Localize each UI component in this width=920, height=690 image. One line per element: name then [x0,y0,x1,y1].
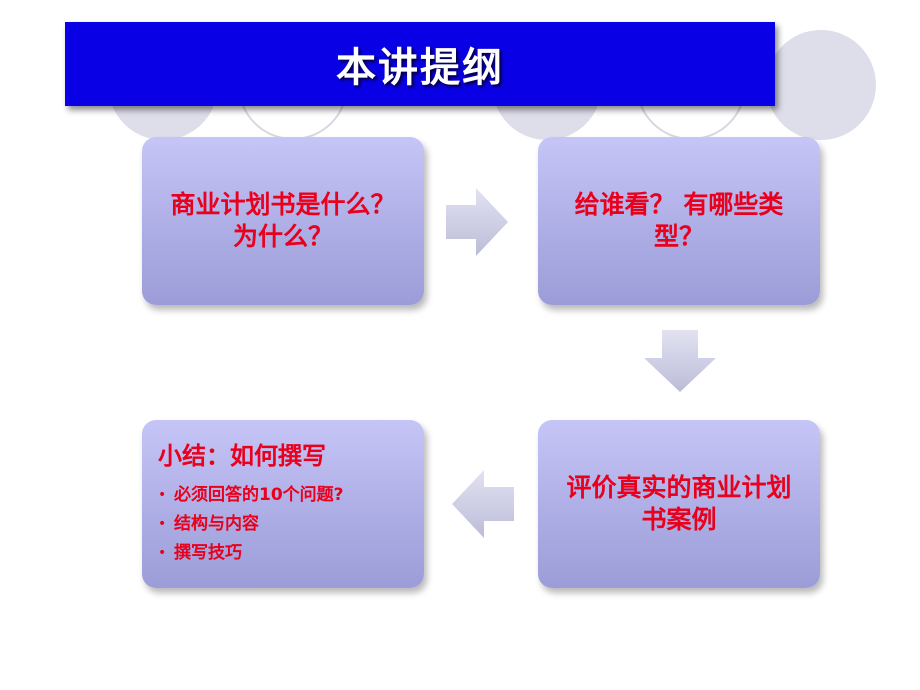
summary-item: 撰写技巧 [158,539,408,568]
summary-list: 必须回答的10个问题? 结构与内容 撰写技巧 [158,481,408,568]
summary-item: 必须回答的10个问题? [158,481,408,510]
box-what-why: 商业计划书是什么？为什么？ [142,137,424,305]
arrow-left-icon [452,470,514,538]
summary-item: 结构与内容 [158,510,408,539]
title-bar: 本讲提纲 [65,22,775,106]
box-case-review-text: 评价真实的商业计划书案例 [566,473,792,534]
arrow-right-icon [446,188,508,256]
summary-title: 小结：如何撰写 [158,442,326,470]
box-what-why-text: 商业计划书是什么？为什么？ [170,190,396,251]
box-case-review: 评价真实的商业计划书案例 [538,420,820,588]
box-summary: 小结：如何撰写 必须回答的10个问题? 结构与内容 撰写技巧 [142,420,424,588]
page-title: 本讲提纲 [336,45,504,91]
box-who-types: 给谁看？ 有哪些类型？ [538,137,820,305]
arrow-down-icon [644,330,716,392]
box-who-types-text: 给谁看？ 有哪些类型？ [574,190,784,251]
decor-circle-5 [766,30,876,140]
